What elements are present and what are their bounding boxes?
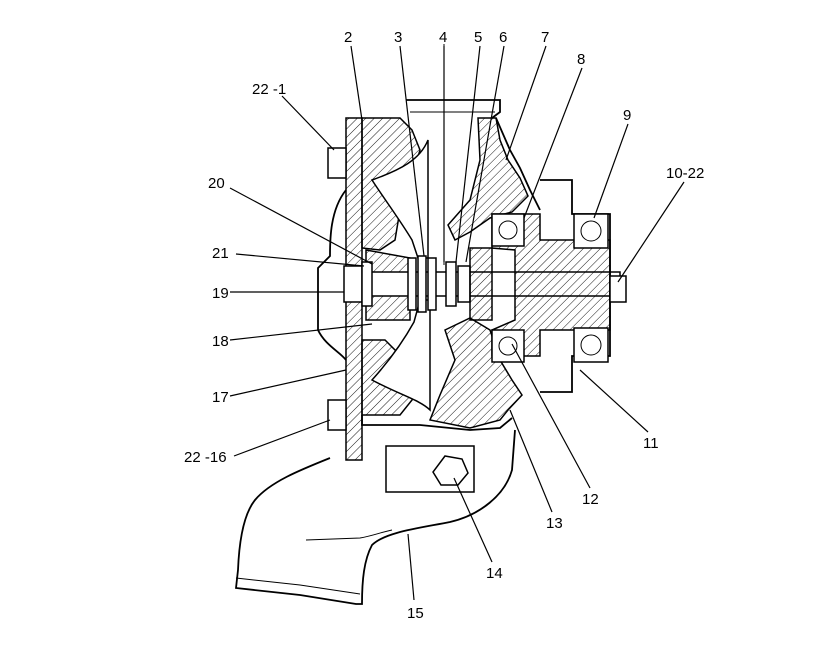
outlet-elbow-flange <box>235 577 361 595</box>
front-cover-bulge <box>317 189 347 361</box>
label-12: 12 <box>582 491 599 508</box>
volute-lower-right <box>428 317 523 429</box>
label-22-16: 22 -16 <box>184 449 227 466</box>
label-14: 14 <box>486 565 503 582</box>
label-15: 15 <box>407 605 424 622</box>
outlet-elbow-inner <box>305 529 393 541</box>
bearing-ball <box>498 336 518 356</box>
label-22-1: 22 -1 <box>252 81 286 98</box>
label-13: 13 <box>546 515 563 532</box>
label-7: 7 <box>541 29 549 46</box>
label-21: 21 <box>212 245 229 262</box>
outlet-elbow <box>235 429 516 605</box>
bearing-housing <box>491 213 611 357</box>
label-19: 19 <box>212 285 229 302</box>
bearing-ball <box>498 220 518 240</box>
leader-lines <box>229 45 685 601</box>
label-2: 2 <box>344 29 352 46</box>
bearing-ball <box>580 220 602 242</box>
label-8: 8 <box>577 51 585 68</box>
bearing-bottom-right <box>573 327 609 363</box>
shaft-washer <box>361 261 373 307</box>
label-20: 20 <box>208 175 225 192</box>
label-9: 9 <box>623 107 631 124</box>
bolt-top <box>327 147 347 179</box>
label-4: 4 <box>439 29 447 46</box>
bearing-ball <box>580 334 602 356</box>
label-11: 11 <box>643 435 659 452</box>
seal-rings <box>407 255 471 313</box>
inlet-neck <box>406 99 501 119</box>
label-17: 17 <box>212 389 229 406</box>
end-bolt-head <box>609 275 627 303</box>
bearing-top-left <box>491 213 525 247</box>
volute-bottom-edge <box>361 415 513 431</box>
hex-plug <box>432 455 469 486</box>
shaft-nut <box>343 265 363 303</box>
label-5: 5 <box>474 29 482 46</box>
bearing-top-right <box>573 213 609 249</box>
label-6: 6 <box>499 29 507 46</box>
label-3: 3 <box>394 29 402 46</box>
label-18: 18 <box>212 333 229 350</box>
volute-outline <box>495 117 541 211</box>
seal-housing <box>469 247 493 321</box>
label-10-22: 10-22 <box>666 165 704 182</box>
bolt-bottom <box>327 399 347 431</box>
